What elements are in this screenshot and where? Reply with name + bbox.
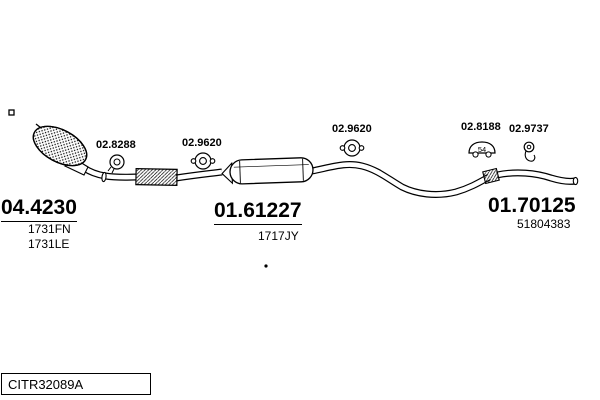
part-code-middle-silencer[interactable]: 01.61227 (214, 199, 302, 225)
part-code-gasket-front[interactable]: 02.9620 (182, 137, 222, 149)
gasket-icon-mid (339, 139, 365, 157)
oe-ref-rear: 51804383 (517, 217, 571, 231)
part-code-rear-pipe[interactable]: 01.70125 (488, 194, 576, 217)
part-code-gasket-mid[interactable]: 02.9620 (332, 123, 372, 135)
clamp-icon (107, 154, 125, 174)
corner-marker (8, 109, 15, 116)
oe-ref-catalyst-2: 1731LE (28, 237, 70, 251)
gasket-icon-front (190, 152, 216, 170)
oe-ref-middle: 1717JY (258, 229, 299, 243)
part-code-clamp[interactable]: 02.8288 (96, 139, 136, 151)
mount-position-badge: 54 (478, 145, 486, 154)
drawing-reference-box: CITR32089A (1, 373, 151, 395)
drawing-reference-code: CITR32089A (8, 376, 84, 392)
dot-marker (264, 264, 268, 268)
flex-pipe (135, 168, 178, 186)
middle-muffler (221, 157, 314, 185)
hanger-icon (523, 141, 536, 162)
part-code-mount[interactable]: 02.8188 (461, 121, 501, 133)
part-code-hanger[interactable]: 02.9737 (509, 123, 549, 135)
exhaust-pipe (82, 161, 579, 198)
catalytic-converter (32, 123, 89, 176)
oe-ref-catalyst-1: 1731FN (28, 222, 71, 236)
mount-icon: 54 (468, 141, 496, 158)
part-code-catalyst[interactable]: 04.4230 (1, 196, 77, 222)
connector-sleeve (482, 167, 500, 185)
